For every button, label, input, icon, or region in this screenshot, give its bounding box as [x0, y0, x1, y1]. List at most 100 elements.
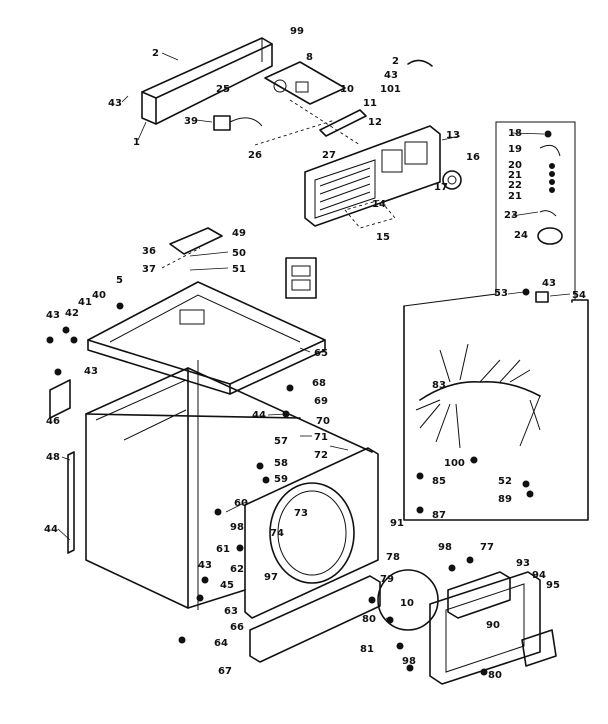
- door-handle: [521, 629, 557, 667]
- label-81: 81: [360, 644, 374, 655]
- leader-lines: [57, 52, 571, 675]
- label-36: 36: [142, 246, 156, 257]
- label-45: 45: [220, 580, 234, 591]
- label-24: 24: [514, 230, 528, 241]
- label-59: 59: [274, 474, 288, 485]
- label-2: 2: [152, 48, 159, 59]
- label-18: 18: [508, 128, 522, 139]
- door-outer-panel: [429, 571, 541, 685]
- label-43e: 43: [84, 366, 98, 377]
- hinge-bracket: [285, 257, 317, 299]
- label-20: 20: [508, 160, 522, 171]
- label-72: 72: [314, 450, 328, 461]
- label-22: 22: [508, 180, 522, 191]
- label-91: 91: [390, 518, 404, 529]
- label-23: 23: [504, 210, 518, 221]
- control-panel-front: [304, 125, 441, 227]
- label-73: 73: [294, 508, 308, 519]
- wiring-harness: [415, 343, 541, 449]
- label-43f: 43: [198, 560, 212, 571]
- label-64: 64: [214, 638, 228, 649]
- label-10: 10: [340, 84, 354, 95]
- label-99: 99: [290, 26, 304, 37]
- label-89: 89: [498, 494, 512, 505]
- right-cord-clip: [407, 59, 433, 67]
- label-63: 63: [224, 606, 238, 617]
- label-50: 50: [232, 248, 246, 259]
- door-screws: [368, 556, 488, 676]
- label-10b: 10: [400, 598, 414, 609]
- label-77: 77: [480, 542, 494, 553]
- label-80b: 80: [488, 670, 502, 681]
- label-97: 97: [264, 572, 278, 583]
- label-58: 58: [274, 458, 288, 469]
- label-14: 14: [372, 199, 386, 210]
- label-67: 67: [218, 666, 232, 677]
- label-19: 19: [508, 144, 522, 155]
- label-27: 27: [322, 150, 336, 161]
- label-21b: 21: [508, 191, 522, 202]
- label-69: 69: [314, 396, 328, 407]
- label-43: 43: [108, 98, 122, 109]
- label-60: 60: [234, 498, 248, 509]
- label-98: 98: [230, 522, 244, 533]
- label-39: 39: [184, 116, 198, 127]
- label-93: 93: [516, 558, 530, 569]
- label-43b: 43: [384, 70, 398, 81]
- knob: [442, 170, 462, 190]
- console-bracket: [319, 109, 367, 137]
- cabinet-front-panel: [244, 447, 379, 619]
- label-61: 61: [216, 544, 230, 555]
- cabinet-fasteners: [178, 384, 294, 644]
- top-cover-plate: [169, 227, 223, 255]
- label-37: 37: [142, 264, 156, 275]
- side-bracket: [49, 379, 71, 419]
- label-98c: 98: [438, 542, 452, 553]
- label-98b: 98: [402, 656, 416, 667]
- small-screws-left: [46, 302, 124, 376]
- label-5: 5: [116, 275, 123, 286]
- cabinet: [85, 360, 373, 610]
- label-11: 11: [363, 98, 377, 109]
- label-42: 42: [65, 308, 79, 319]
- label-15: 15: [376, 232, 390, 243]
- label-53: 53: [494, 288, 508, 299]
- label-78: 78: [386, 552, 400, 563]
- label-49: 49: [232, 228, 246, 239]
- label-25: 25: [216, 84, 230, 95]
- control-panel-back: [264, 61, 346, 105]
- harness-inset-box: [403, 121, 589, 521]
- label-80: 80: [362, 614, 376, 625]
- label-13: 13: [446, 130, 460, 141]
- label-48: 48: [46, 452, 60, 463]
- label-51: 51: [232, 264, 246, 275]
- label-44b: 44: [44, 524, 58, 535]
- top-panel: [87, 281, 326, 395]
- label-43c: 43: [542, 278, 556, 289]
- console-top-cover: [141, 37, 273, 125]
- label-65: 65: [314, 348, 328, 359]
- door-inner-panel: [447, 571, 511, 619]
- label-94: 94: [532, 570, 546, 581]
- label-101: 101: [380, 84, 401, 95]
- label-8: 8: [306, 52, 313, 63]
- label-54: 54: [572, 290, 586, 301]
- label-2b: 2: [392, 56, 399, 67]
- label-21: 21: [508, 170, 522, 181]
- callout-labels: 99 2 43 1 8 10 11 25 39 26 12 27 2 43 10…: [44, 26, 586, 681]
- label-87: 87: [432, 510, 446, 521]
- label-57: 57: [274, 436, 288, 447]
- label-83: 83: [432, 380, 446, 391]
- label-17: 17: [434, 182, 448, 193]
- label-79: 79: [380, 574, 394, 585]
- label-100: 100: [444, 458, 465, 469]
- label-95: 95: [546, 580, 560, 591]
- door-glass: [377, 569, 439, 631]
- label-40: 40: [92, 290, 106, 301]
- label-70: 70: [316, 416, 330, 427]
- label-41: 41: [78, 297, 92, 308]
- label-44: 44: [252, 410, 266, 421]
- label-74: 74: [270, 528, 284, 539]
- label-68: 68: [312, 378, 326, 389]
